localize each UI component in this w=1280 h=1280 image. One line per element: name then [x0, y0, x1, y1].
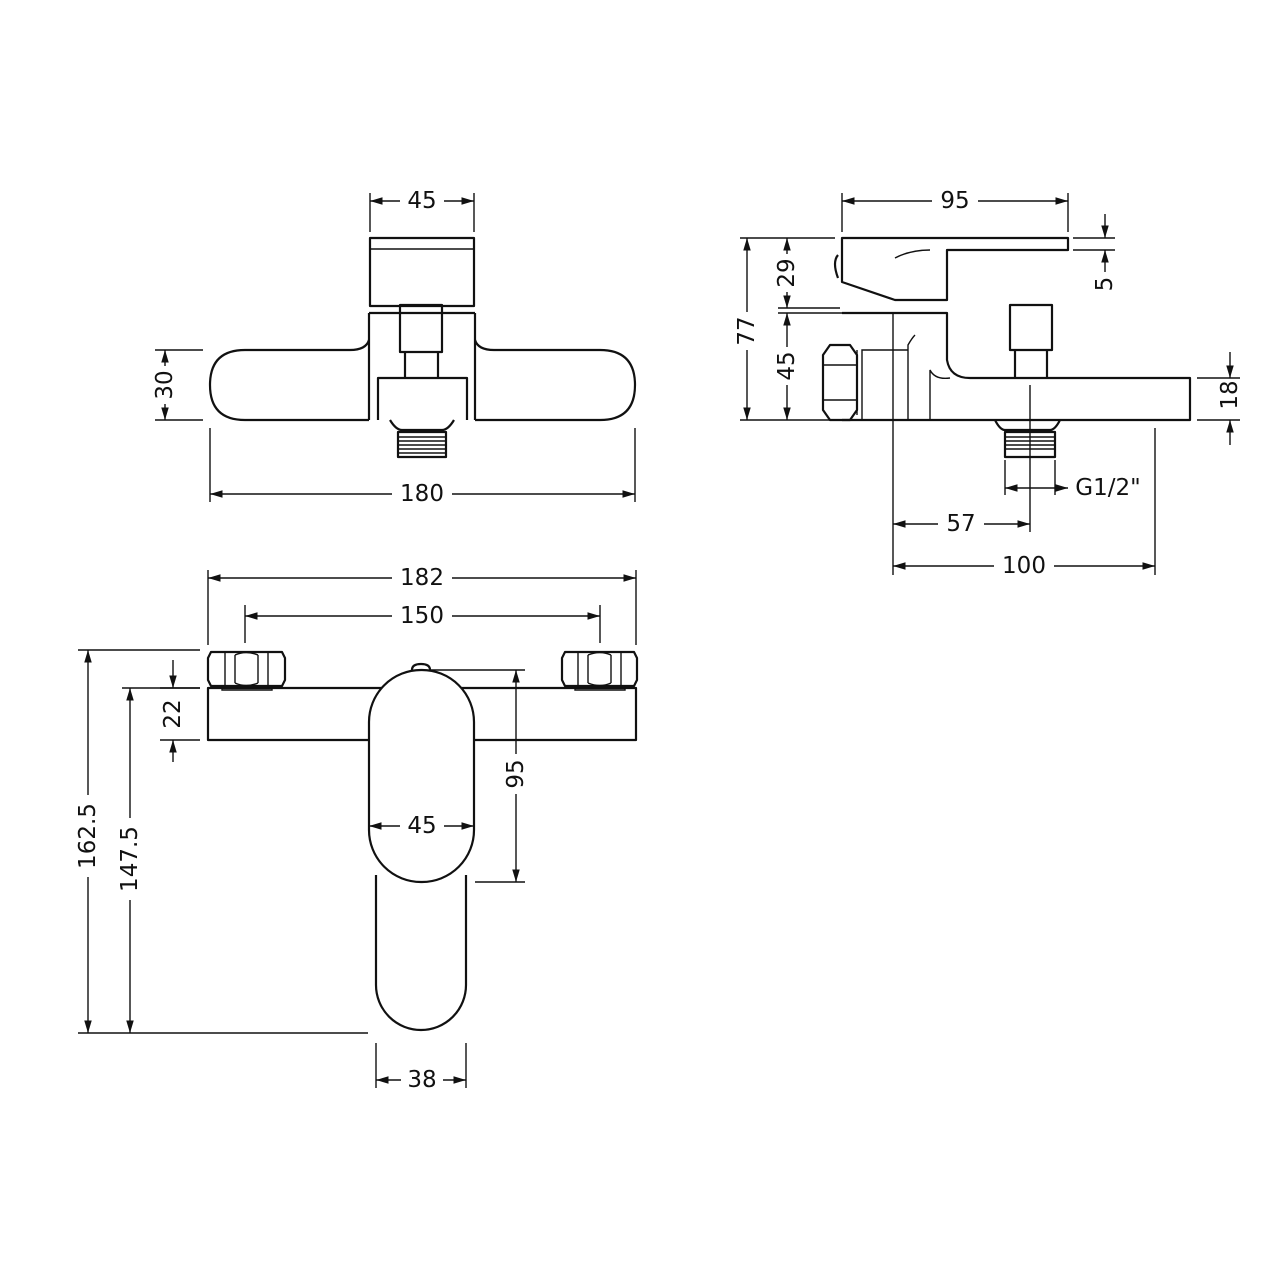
- lever-handle-outline: [367, 668, 476, 884]
- dim-side-g12: G1/2": [1004, 460, 1141, 501]
- dim-label: 180: [400, 481, 444, 507]
- dim-side-29: 29: [774, 238, 840, 309]
- dim-label: 100: [1002, 553, 1046, 579]
- dim-label: 95: [940, 188, 969, 214]
- dim-side-57: 57: [892, 420, 1030, 575]
- left-arm: [208, 339, 371, 422]
- dim-front-45: 45: [369, 188, 475, 232]
- body-and-spout: [842, 311, 1192, 422]
- dim-front-30: 30: [152, 349, 203, 421]
- dim-label: 95: [503, 759, 529, 788]
- dim-label: 5: [1092, 277, 1118, 292]
- dim-top-150: 150: [244, 603, 601, 643]
- top-view: 182 150 22 162.5 147.5: [75, 565, 639, 1093]
- dim-side-18: 18: [1197, 352, 1243, 445]
- dim-label: G1/2": [1075, 475, 1140, 501]
- left-nut: [206, 650, 287, 691]
- right-arm: [473, 339, 637, 422]
- dim-top-45: 45: [369, 813, 474, 839]
- dim-side-45: 45: [774, 312, 842, 420]
- dim-side-77: 77: [734, 237, 842, 421]
- dim-label: 150: [400, 603, 444, 629]
- mixer-bar: [206, 686, 638, 742]
- front-view: 45 30 180: [152, 188, 637, 507]
- lever-handle: [840, 236, 1070, 302]
- side-view: 95 77 29 45 5 1: [734, 188, 1243, 579]
- dim-top-95: 95: [430, 669, 529, 883]
- dim-top-147-5: 147.5: [117, 687, 200, 1033]
- dim-front-180: 180: [209, 428, 636, 507]
- dim-label: 45: [774, 351, 800, 380]
- handle-block: [368, 236, 476, 308]
- dim-label: 18: [1217, 380, 1243, 409]
- diverter-button: [1008, 303, 1054, 352]
- dim-side-100: 100: [893, 428, 1156, 579]
- inlet-nut: [821, 343, 859, 422]
- lever-cap: [833, 254, 840, 279]
- dim-top-162-5: 162.5: [75, 649, 368, 1034]
- dim-top-22: 22: [160, 660, 200, 762]
- outlet-neck: [389, 419, 455, 432]
- valve-body: [367, 311, 477, 420]
- dim-label: 77: [734, 316, 760, 345]
- handle-stem: [398, 303, 444, 354]
- dim-label: 30: [152, 370, 178, 399]
- dim-label: 38: [407, 1067, 436, 1093]
- spout-outline: [374, 875, 468, 1032]
- dim-top-182: 182: [207, 565, 637, 645]
- outlet-neck: [994, 419, 1061, 432]
- dim-label: 22: [160, 699, 186, 728]
- dim-label: 57: [946, 511, 975, 537]
- dim-label: 29: [774, 258, 800, 287]
- dim-top-38: 38: [375, 1043, 467, 1093]
- dim-label: 45: [407, 813, 436, 839]
- dim-label: 147.5: [117, 826, 143, 892]
- right-nut: [560, 650, 639, 691]
- dim-label: 182: [400, 565, 444, 591]
- dim-side-5: 5: [1073, 214, 1118, 291]
- dim-label: 162.5: [75, 803, 101, 869]
- dim-side-95: 95: [841, 188, 1069, 232]
- dim-label: 45: [407, 188, 436, 214]
